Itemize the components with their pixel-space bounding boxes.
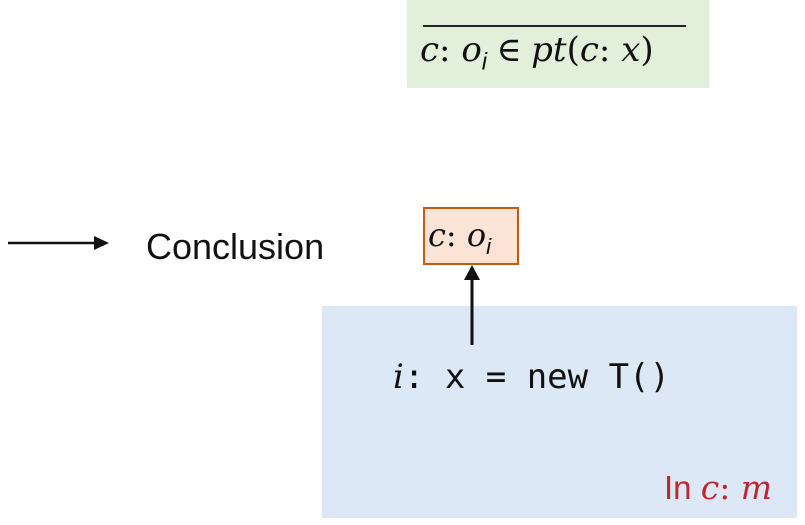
inference-line <box>423 25 686 27</box>
rule-pt: pt <box>531 30 567 70</box>
rule-close-paren: ) <box>640 30 654 70</box>
method-context-box <box>322 306 797 518</box>
legend-label: Conclusion <box>146 226 325 267</box>
context-c: c <box>700 468 720 507</box>
rule-context-2: c <box>579 30 599 70</box>
method-context-label: In c: m <box>664 466 772 510</box>
statement-code: : x = new T() <box>403 357 670 397</box>
node-context: c <box>428 216 446 254</box>
rule-colon: : <box>439 30 462 70</box>
rule-colon-2: : <box>598 30 622 70</box>
rule-object-sub: i <box>481 48 488 76</box>
rule-object: o <box>461 30 482 70</box>
object-node <box>423 207 519 265</box>
rule-conclusion: c: oi ∈ pt(c: x) <box>420 28 690 76</box>
legend-arrow-icon <box>8 236 109 250</box>
rule-var: x <box>621 30 641 70</box>
context-m: m <box>740 468 773 507</box>
rule-relation: ∈ <box>496 30 522 70</box>
points-to-arrow-icon <box>464 265 480 345</box>
rule-open-paren: ( <box>566 30 580 70</box>
rule-box <box>407 0 709 88</box>
node-object: o <box>466 216 487 254</box>
allocation-statement: i: x = new T() <box>393 352 670 402</box>
node-colon: : <box>445 216 467 254</box>
context-colon: : <box>719 468 741 507</box>
rule-context: c <box>420 30 440 70</box>
object-node-label: c: oi <box>428 214 518 268</box>
node-object-sub: i <box>486 233 492 259</box>
context-prefix: In <box>664 469 692 506</box>
statement-label: i <box>393 357 404 397</box>
